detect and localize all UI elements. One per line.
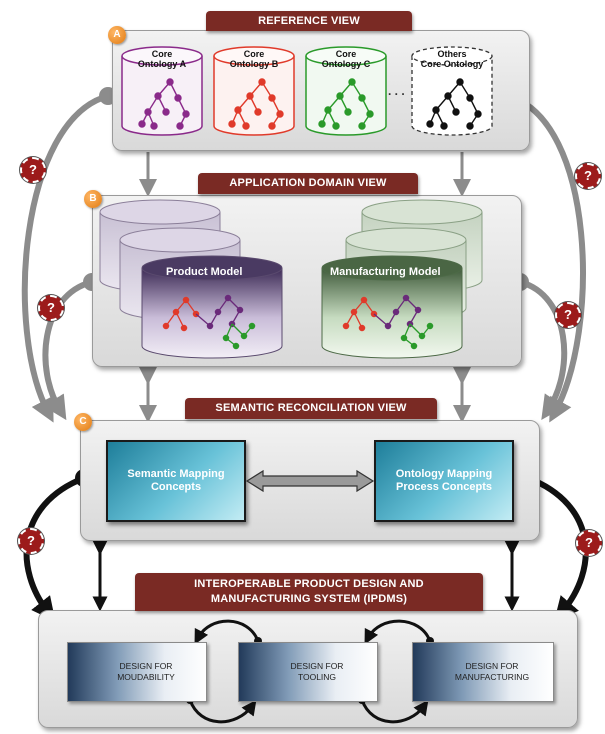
manufacturing-model-label: Manufacturing Model xyxy=(330,266,441,278)
core-a-line1: Core xyxy=(151,49,173,59)
manufacturing-model-stack xyxy=(321,199,483,359)
ipdms-title-line1: INTEROPERABLE PRODUCT DESIGN AND xyxy=(194,578,424,590)
moudability-line2: MOUDABILITY xyxy=(117,672,175,682)
semantic-mapping-concepts-box: Semantic Mapping Concepts xyxy=(106,440,246,522)
question-icon-top-right: ? xyxy=(575,163,601,189)
badge-c: C xyxy=(74,413,92,431)
core-ontology-c-label: Core Ontology C xyxy=(311,49,381,69)
core-c-line2: Ontology C xyxy=(321,59,371,69)
core-a-line2: Ontology A xyxy=(137,59,187,69)
core-ontology-a-cylinder xyxy=(121,46,203,136)
reference-view-title: REFERENCE VIEW xyxy=(206,11,412,31)
core-ontology-b-label: Core Ontology B xyxy=(219,49,289,69)
core-b-line2: Ontology B xyxy=(229,59,279,69)
badge-b: B xyxy=(84,190,102,208)
others-core-ontology-cylinder xyxy=(411,46,493,136)
badge-a: A xyxy=(108,26,126,44)
core-c-line1: Core xyxy=(335,49,357,59)
core-ontology-a-label: Core Ontology A xyxy=(127,49,197,69)
ontology-mapping-process-box: Ontology Mapping Process Concepts xyxy=(374,440,514,522)
ipdms-title-line2: MANUFACTURING SYSTEM (IPDMS) xyxy=(210,593,408,605)
question-icon-low-right: ? xyxy=(576,530,602,556)
manufacturing-line2: MANUFACTURING xyxy=(454,672,530,682)
design-for-tooling-box: DESIGN FOR TOOLING xyxy=(238,642,378,702)
product-model-tree xyxy=(162,294,256,350)
question-icon-mid-left: ? xyxy=(38,295,64,321)
manufacturing-line1: DESIGN FOR xyxy=(465,661,519,671)
ellipsis-dots: . . . xyxy=(388,84,405,98)
question-icon-mid-right: ? xyxy=(555,302,581,328)
manufacturing-model-tree xyxy=(342,294,434,350)
reference-cylinders xyxy=(121,46,493,136)
tooling-line1: DESIGN FOR xyxy=(290,661,344,671)
design-for-manufacturing-box: DESIGN FOR MANUFACTURING xyxy=(412,642,554,702)
moudability-line1: DESIGN FOR xyxy=(119,661,173,671)
product-model-label: Product Model xyxy=(166,266,243,278)
question-icon-low-left: ? xyxy=(18,528,44,554)
others-line2: Core Ontology xyxy=(420,59,484,69)
mapping-double-arrow xyxy=(245,469,375,493)
core-b-line1: Core xyxy=(243,49,265,59)
ipdms-title: INTEROPERABLE PRODUCT DESIGN AND MANUFAC… xyxy=(135,573,483,611)
question-icon-top-left: ? xyxy=(20,157,46,183)
application-domain-title: APPLICATION DOMAIN VIEW xyxy=(198,173,418,194)
semantic-reconciliation-title: SEMANTIC RECONCILIATION VIEW xyxy=(185,398,437,419)
others-core-ontology-label: Others Core Ontology xyxy=(410,49,494,69)
core-ontology-b-cylinder xyxy=(213,46,295,136)
others-line1: Others xyxy=(437,49,467,59)
tooling-line2: TOOLING xyxy=(297,672,337,682)
design-for-moudability-box: DESIGN FOR MOUDABILITY xyxy=(67,642,207,702)
application-cylinders xyxy=(99,199,483,359)
core-ontology-c-cylinder xyxy=(305,46,387,136)
